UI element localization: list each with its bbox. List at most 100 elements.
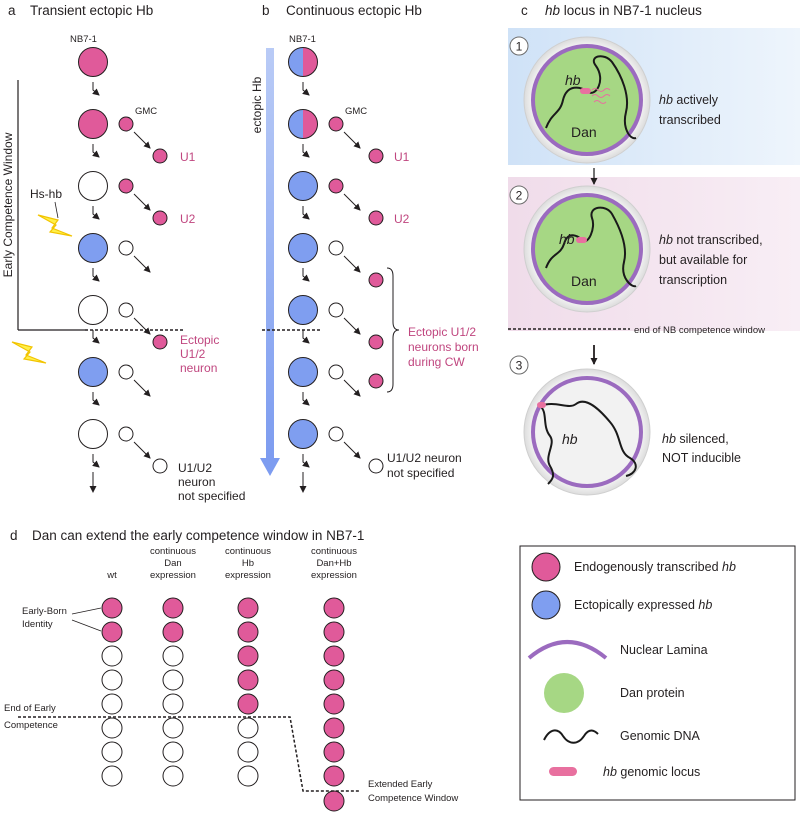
gmc-cell [328, 240, 344, 256]
legend-box [519, 545, 796, 801]
unspecified-label: U1/U2 neuron [387, 451, 462, 465]
early-born-pointer [71, 619, 102, 632]
neuron-cell [368, 272, 384, 288]
state-2-desc: but available for [659, 253, 747, 267]
ectopic-brace [386, 267, 400, 393]
column-header: continuous [225, 546, 271, 557]
window-label: Early Competence Window [1, 132, 15, 277]
panel-a-letter: a [8, 3, 16, 18]
u2-label: U2 [394, 212, 410, 226]
gmc-cell [118, 116, 134, 132]
end-early-label: Competence [4, 720, 58, 731]
legend-dna-icon [543, 729, 599, 744]
unspecified-label: not specified [178, 489, 245, 503]
nb-label: NB7-1 [70, 34, 97, 45]
gmc-cell [328, 116, 344, 132]
gmc-label: GMC [135, 106, 157, 117]
neuron-cell [101, 717, 123, 739]
nuclear-lamina [531, 44, 643, 156]
neuron-cell [368, 334, 384, 350]
gmc-cell [118, 364, 134, 380]
neuroblast-cell [288, 109, 318, 139]
neuron-cell [162, 693, 184, 715]
heat-shock-bolt-icon [11, 341, 47, 364]
neuron-cell [162, 669, 184, 691]
ectopic-label: neurons born [408, 340, 479, 354]
neuron-cell [162, 741, 184, 763]
state-number-badge [509, 185, 529, 205]
hs-hb-pointer [54, 201, 59, 219]
state-number: 1 [516, 40, 523, 54]
neuron-cell [323, 765, 345, 787]
state-number: 2 [516, 189, 523, 203]
ectopic-label: neuron [180, 361, 217, 375]
state-1-desc: transcribed [659, 113, 721, 127]
legend-dan-icon [544, 673, 584, 713]
nuclear-lamina [531, 376, 643, 488]
gmc-label: GMC [345, 106, 367, 117]
neuron-cell [152, 210, 168, 226]
state-3-desc: NOT inducible [662, 451, 741, 465]
ectopic-hb-bar [266, 48, 274, 460]
hb-gene-label: hb [562, 431, 578, 447]
neuron-cell [237, 669, 259, 691]
panel-d-title: Dan can extend the early competence wind… [32, 528, 364, 543]
genomic-dna [539, 400, 637, 485]
neuron-cell [323, 790, 345, 812]
neuron-cell [101, 669, 123, 691]
unspecified-label: neuron [178, 475, 215, 489]
end-early-label: End of Early [4, 703, 56, 714]
column-header: Hb [242, 558, 254, 569]
legend-label: Nuclear Lamina [620, 643, 708, 657]
neuroblast-cell [78, 109, 108, 139]
column-header: expression [225, 570, 271, 581]
neuroblast-cell [78, 357, 108, 387]
unspecified-label: U1/U2 [178, 461, 212, 475]
genomic-dna [545, 206, 637, 288]
ectopic-hb-arrowhead [260, 458, 280, 476]
legend: Endogenously transcribed hb Ectopically … [519, 545, 796, 801]
nb-label: NB7-1 [289, 34, 316, 45]
neuron-cell [237, 717, 259, 739]
neuron-cell [323, 717, 345, 739]
unspecified-label: not specified [387, 466, 454, 480]
panel-d-letter: d [10, 528, 18, 543]
transcript-icon [591, 88, 611, 104]
neuron-cell [368, 458, 384, 474]
column-header: continuous [150, 546, 196, 557]
neuron-cell [162, 765, 184, 787]
gmc-cell [328, 302, 344, 318]
neuron-cell [323, 645, 345, 667]
panel-b-letter: b [262, 3, 270, 18]
neuron-cell [152, 148, 168, 164]
heat-shock-bolt-icon [37, 214, 73, 237]
panel-c-letter: c [521, 3, 528, 18]
ectopic-hb-label: ectopic Hb [250, 76, 264, 133]
panel-d: d Dan can extend the early competence wi… [4, 528, 458, 812]
state-2-desc: transcription [659, 273, 727, 287]
neuroblast-cell [288, 419, 318, 449]
neuroblast-cell [288, 295, 318, 325]
dan-label: Dan [571, 124, 597, 140]
state-number-badge [509, 36, 529, 56]
extended-label: Competence Window [368, 793, 458, 804]
panel-c-title: hb locus in NB7-1 nucleus [545, 3, 702, 18]
column-header: wt [106, 570, 117, 581]
panel-b: b Continuous ectopic Hb NB7-1 GMC ectopi… [250, 3, 479, 493]
gmc-arrows [133, 131, 151, 459]
neuron-cell [162, 717, 184, 739]
neuron-cell [323, 621, 345, 643]
hb-locus-icon [580, 88, 591, 94]
hb-locus-icon [576, 237, 587, 243]
neuroblast-cell [78, 171, 108, 201]
cell-columns [101, 597, 345, 812]
competence-boundary [18, 716, 360, 792]
neuron-cell [152, 334, 168, 350]
neuron-cell [237, 765, 259, 787]
hb-gene-label: hb [559, 231, 575, 247]
neuroblast-cell [288, 47, 318, 77]
gmc-cell [328, 426, 344, 442]
neuron-cell [101, 621, 123, 643]
state-3-desc: hb silenced, [662, 432, 729, 446]
